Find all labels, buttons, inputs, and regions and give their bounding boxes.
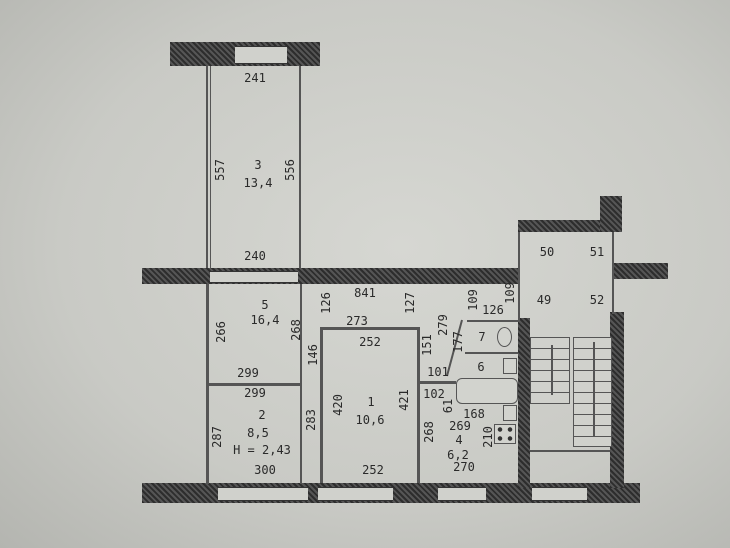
window bbox=[218, 487, 308, 501]
balcony-side-right bbox=[299, 66, 301, 271]
dimension-label: 283 bbox=[304, 409, 318, 431]
dimension-label: 101 bbox=[427, 365, 449, 379]
dimension-label: 6 bbox=[477, 360, 485, 374]
dimension-label: 2 bbox=[258, 408, 266, 422]
dimension-label: 269 bbox=[449, 419, 471, 433]
dimension-label: 287 bbox=[210, 426, 224, 448]
dimension-label: 4 bbox=[455, 433, 463, 447]
dimension-label: 5 bbox=[261, 298, 269, 312]
dimension-label: 241 bbox=[244, 71, 266, 85]
sink-icon bbox=[503, 358, 517, 374]
dimension-label: 16,4 bbox=[250, 313, 280, 327]
dimension-label: 13,4 bbox=[243, 176, 273, 190]
partition-wall bbox=[300, 284, 302, 484]
bathtub-icon bbox=[456, 378, 518, 404]
dimension-label: 240 bbox=[244, 249, 266, 263]
dimension-label: 109 bbox=[466, 289, 480, 311]
window bbox=[318, 487, 393, 501]
middle-wall-right bbox=[612, 263, 668, 279]
dimension-label: 52 bbox=[589, 293, 605, 307]
window bbox=[235, 46, 287, 64]
stair-wall-top bbox=[518, 220, 602, 232]
dimension-label: 6,2 bbox=[447, 448, 469, 462]
dimension-label: 421 bbox=[397, 389, 411, 411]
room-1-box bbox=[320, 327, 420, 330]
dimension-label: 266 bbox=[214, 321, 228, 343]
dimension-label: 127 bbox=[403, 292, 417, 314]
dimension-label: 126 bbox=[482, 303, 504, 317]
stairs-flight-left bbox=[530, 337, 570, 404]
dimension-label: 273 bbox=[346, 314, 368, 328]
partition-2-5 bbox=[209, 383, 301, 386]
dimension-label: 8,5 bbox=[247, 426, 269, 440]
toilet-icon bbox=[497, 327, 512, 347]
stair-wall-left bbox=[518, 318, 530, 488]
dimension-label: 210 bbox=[481, 426, 495, 448]
dimension-label: 252 bbox=[359, 335, 381, 349]
balcony-side-left bbox=[206, 66, 208, 271]
balcony-door bbox=[210, 271, 298, 283]
dimension-label: 841 bbox=[354, 286, 376, 300]
corridor-partition bbox=[420, 381, 456, 384]
dimension-label: 49 bbox=[536, 293, 552, 307]
dimension-label: 151 bbox=[420, 334, 434, 356]
dimension-label: 177 bbox=[451, 331, 465, 353]
stove-icon bbox=[494, 424, 516, 444]
dimension-label: 102 bbox=[423, 387, 445, 401]
bath-top bbox=[467, 320, 519, 322]
dimension-label: 299 bbox=[237, 366, 259, 380]
dimension-label: H = 2,43 bbox=[233, 443, 291, 457]
stair-left-thin bbox=[518, 232, 520, 322]
dimension-label: 556 bbox=[283, 159, 297, 181]
stairs-flight-right bbox=[573, 337, 612, 447]
kitchen-sink-icon bbox=[503, 405, 517, 421]
dimension-label: 7 bbox=[478, 330, 486, 344]
dimension-label: 51 bbox=[589, 245, 605, 259]
landing-line bbox=[530, 450, 610, 452]
dimension-label: 557 bbox=[213, 159, 227, 181]
dimension-label: 268 bbox=[289, 319, 303, 341]
window bbox=[532, 487, 587, 501]
dimension-label: 252 bbox=[362, 463, 384, 477]
chimney bbox=[600, 196, 622, 232]
dimension-label: 109 bbox=[503, 282, 517, 304]
stair-arrow bbox=[551, 345, 553, 395]
dimension-label: 300 bbox=[254, 463, 276, 477]
dimension-label: 270 bbox=[453, 460, 475, 474]
toilet-divider bbox=[465, 352, 519, 354]
window bbox=[438, 487, 486, 501]
dimension-label: 299 bbox=[244, 386, 266, 400]
dimension-label: 126 bbox=[319, 292, 333, 314]
dimension-label: 168 bbox=[463, 407, 485, 421]
stair-arrow bbox=[593, 342, 595, 437]
dimension-label: 268 bbox=[422, 421, 436, 443]
stair-wall-right bbox=[610, 312, 624, 488]
stair-right-thin bbox=[612, 232, 614, 314]
middle-wall bbox=[142, 268, 520, 284]
dimension-label: 61 bbox=[441, 398, 455, 414]
room-1-right bbox=[417, 327, 420, 483]
dimension-label: 10,6 bbox=[355, 413, 385, 427]
dimension-label: 420 bbox=[331, 394, 345, 416]
balcony-side-left-inner bbox=[210, 66, 211, 271]
left-wall bbox=[206, 284, 209, 484]
dimension-label: 146 bbox=[306, 344, 320, 366]
dimension-label: 3 bbox=[254, 158, 262, 172]
dimension-label: 50 bbox=[539, 245, 555, 259]
room-1-left bbox=[320, 327, 323, 483]
dimension-label: 1 bbox=[367, 395, 375, 409]
dimension-label: 279 bbox=[436, 314, 450, 336]
